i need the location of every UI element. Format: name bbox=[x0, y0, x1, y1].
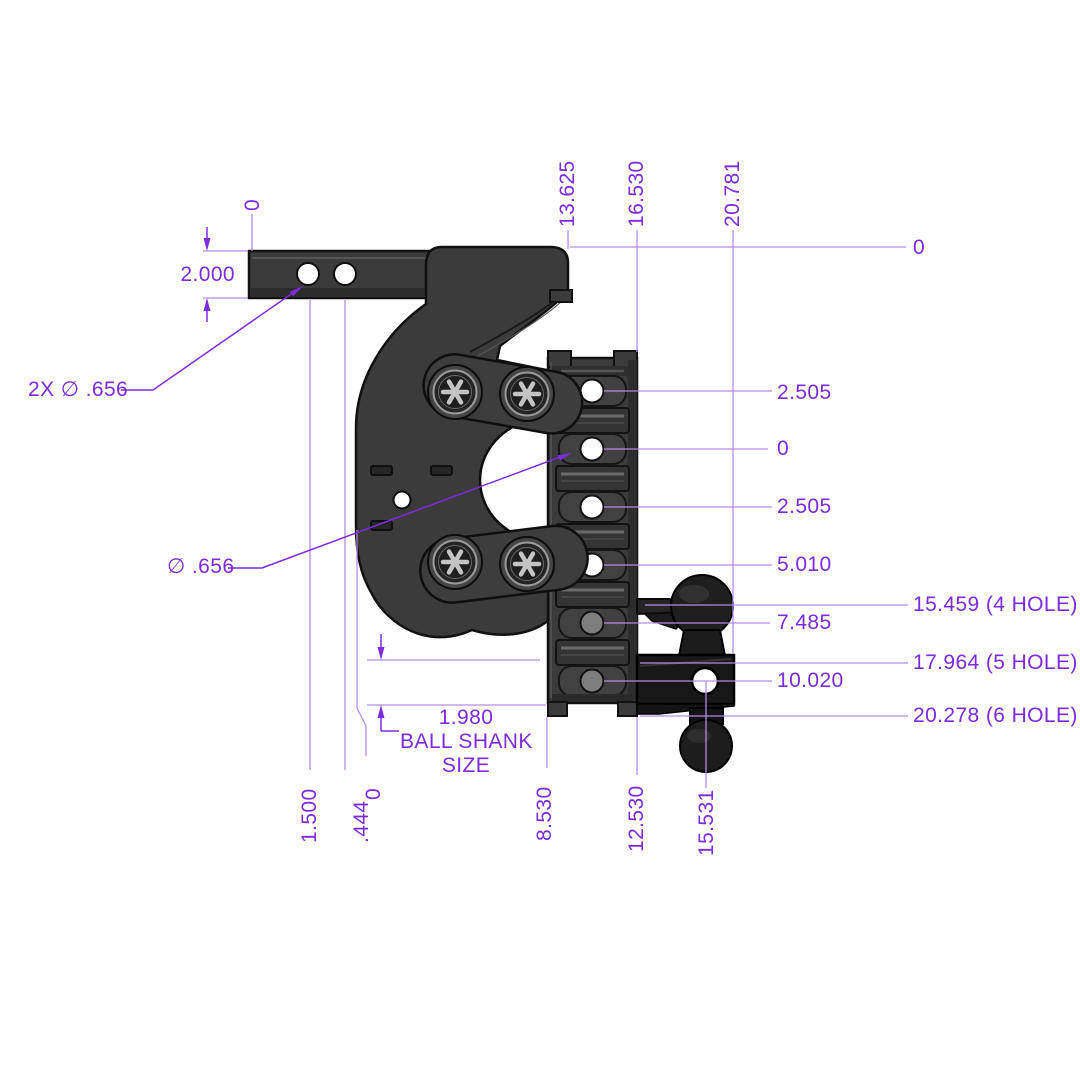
dim-right-datum-zero: 0 bbox=[913, 236, 926, 259]
hitch-part bbox=[247, 245, 736, 773]
torsion-bolt bbox=[428, 535, 482, 589]
dim-offset-2: 0 bbox=[777, 437, 790, 460]
dim-left-datum-zero: 0 bbox=[241, 198, 264, 211]
plate-slot bbox=[370, 520, 393, 531]
dim-offset-3: 2.505 bbox=[777, 495, 832, 518]
dim-ball-shank-caption-1: BALL SHANK bbox=[400, 730, 533, 753]
channel-hole-1 bbox=[579, 378, 605, 404]
dim-shank-hole-callout: 2X ∅ .656 bbox=[28, 378, 129, 401]
dim-channel-hole-callout: ∅ .656 bbox=[167, 555, 235, 578]
extension-lines bbox=[203, 214, 908, 788]
dim-bottom-1500: 1.500 bbox=[298, 788, 321, 843]
dim-offset-5: 7.485 bbox=[777, 611, 832, 634]
dim-shank-height: 2.000 bbox=[180, 263, 235, 286]
dim-top-20781: 20.781 bbox=[721, 160, 744, 227]
dim-offset-4: 5.010 bbox=[777, 553, 832, 576]
plate-small-hole bbox=[392, 490, 412, 510]
leader-lines bbox=[121, 227, 572, 732]
channel-hole-6 bbox=[579, 668, 605, 694]
torsion-bolt bbox=[500, 537, 554, 591]
dim-ball-shank-caption-2: SIZE bbox=[441, 754, 491, 777]
plate-slot bbox=[430, 465, 453, 476]
dim-bottom-zero: 0 bbox=[362, 787, 385, 800]
channel-hole-2 bbox=[579, 436, 605, 462]
dim-drop-6hole: 20.278 (6 HOLE) bbox=[913, 704, 1078, 727]
torsion-bolt bbox=[500, 367, 554, 421]
dim-bottom-12530: 12.530 bbox=[625, 785, 648, 852]
hitch-ball-top bbox=[670, 574, 734, 638]
dim-bottom-15531: 15.531 bbox=[695, 789, 718, 856]
receiver-shank bbox=[247, 249, 431, 300]
shank-pin-hole bbox=[296, 262, 320, 286]
dim-offset-6: 10.020 bbox=[777, 669, 844, 692]
channel-hole-5 bbox=[579, 610, 605, 636]
dim-offset-1: 2.505 bbox=[777, 381, 832, 404]
torsion-bolt bbox=[428, 365, 482, 419]
dim-ball-shank-value: 1.980 bbox=[438, 706, 494, 729]
shank-pin-hole bbox=[333, 262, 357, 286]
dim-bottom-444: .444 bbox=[350, 800, 373, 843]
dim-drop-4hole: 15.459 (4 HOLE) bbox=[913, 593, 1078, 616]
plate-slot bbox=[370, 465, 393, 476]
dim-top-16530: 16.530 bbox=[625, 160, 648, 227]
dim-top-13625: 13.625 bbox=[556, 160, 579, 227]
channel-hole-3 bbox=[579, 494, 605, 520]
dim-drop-5hole: 17.964 (5 HOLE) bbox=[913, 651, 1078, 674]
dim-bottom-8530: 8.530 bbox=[533, 786, 556, 841]
